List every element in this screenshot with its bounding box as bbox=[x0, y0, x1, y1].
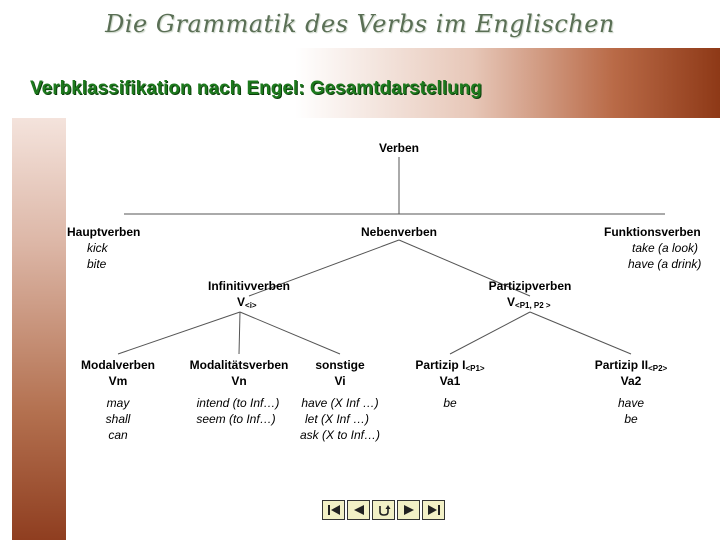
prev-slide-button[interactable] bbox=[347, 500, 370, 520]
node-nebenverben: Nebenverben bbox=[360, 225, 438, 239]
example-seem: seem (to Inf…) bbox=[196, 412, 276, 426]
slide-title: Verbklassifikation nach Engel: Gesamtdar… bbox=[30, 78, 482, 99]
node-funktionsverben: Funktionsverben bbox=[604, 225, 701, 239]
infinitiv-symbol: V<i> bbox=[237, 295, 257, 310]
left-decor-bar bbox=[12, 118, 66, 540]
infinitiv-subscript: <i> bbox=[245, 301, 257, 310]
next-slide-button[interactable] bbox=[397, 500, 420, 520]
example-let-x-inf: let (X Inf …) bbox=[304, 412, 370, 426]
node-partizip-2: Partizip II<P2> bbox=[594, 358, 668, 373]
example-can: can bbox=[108, 428, 128, 442]
example-take-a-look: take (a look) bbox=[632, 241, 699, 255]
partizip-symbol: V<P1, P2 > bbox=[507, 295, 551, 310]
node-modalitaetsverben: Modalitätsverben bbox=[189, 358, 289, 372]
node-modalverben: Modalverben bbox=[80, 358, 156, 372]
modal-symbol: Vm bbox=[108, 374, 128, 388]
example-have-p2: have bbox=[617, 396, 645, 410]
title-banner: Verbklassifikation nach Engel: Gesamtdar… bbox=[12, 48, 720, 118]
example-be-p2: be bbox=[624, 412, 638, 426]
partizip1-symbol: Va1 bbox=[439, 374, 461, 388]
example-have-a-drink: have (a drink) bbox=[628, 257, 702, 271]
example-kick: kick bbox=[87, 241, 108, 255]
return-button[interactable] bbox=[372, 500, 395, 520]
last-icon bbox=[427, 505, 440, 515]
first-slide-button[interactable] bbox=[322, 500, 345, 520]
partizip2-subscript: <P2> bbox=[648, 364, 668, 373]
sonstige-symbol: Vi bbox=[334, 374, 346, 388]
example-ask-x-to-inf: ask (X to Inf…) bbox=[299, 428, 381, 442]
example-intend: intend (to Inf…) bbox=[196, 396, 280, 410]
example-shall: shall bbox=[105, 412, 131, 426]
modalitaet-symbol: Vn bbox=[231, 374, 247, 388]
node-partizipverben: Partizipverben bbox=[488, 279, 572, 293]
node-hauptverben: Hauptverben bbox=[67, 225, 141, 239]
partizip2-symbol: Va2 bbox=[620, 374, 642, 388]
node-partizip-1: Partizip I<P1> bbox=[415, 358, 485, 373]
node-sonstige: sonstige bbox=[315, 358, 365, 372]
node-infinitivverben: Infinitivverben bbox=[207, 279, 291, 293]
example-may: may bbox=[106, 396, 130, 410]
first-icon bbox=[327, 505, 340, 515]
prev-icon bbox=[353, 505, 364, 515]
partizip1-subscript: <P1> bbox=[465, 364, 485, 373]
next-icon bbox=[403, 505, 414, 515]
last-slide-button[interactable] bbox=[422, 500, 445, 520]
example-bite: bite bbox=[87, 257, 107, 271]
slide-navigation bbox=[322, 500, 445, 522]
partizip-subscript: <P1, P2 > bbox=[515, 301, 551, 310]
example-be-p1: be bbox=[443, 396, 457, 410]
return-icon bbox=[378, 505, 390, 516]
example-have-x-inf: have (X Inf …) bbox=[301, 396, 379, 410]
node-verben: Verben bbox=[378, 141, 420, 155]
header-title: Die Grammatik des Verbs im Englischen bbox=[105, 10, 615, 38]
